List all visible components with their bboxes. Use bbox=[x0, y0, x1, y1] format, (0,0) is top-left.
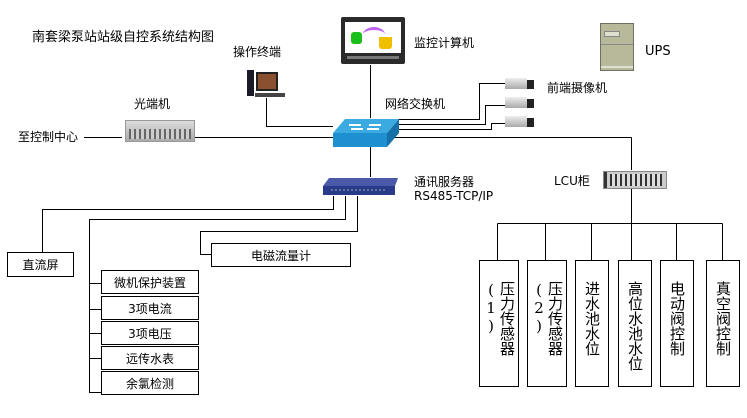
lcu-device-pressure-2: 压力传感器(2) bbox=[527, 260, 567, 387]
lcu-device-label: 高位水池水位 bbox=[626, 281, 644, 371]
front-cameras-label: 前端摄像机 bbox=[547, 81, 608, 95]
line-camera-1 bbox=[398, 83, 505, 120]
comm-server-icon bbox=[323, 178, 398, 196]
lcu-device-label: 真空阀控制 bbox=[714, 281, 732, 356]
device-label: 3项电压 bbox=[128, 326, 172, 341]
operator-terminal-label: 操作终端 bbox=[233, 45, 282, 59]
dc-screen-label: 直流屏 bbox=[22, 258, 59, 272]
comm-server-label: 通讯服务器 bbox=[414, 175, 475, 189]
lcu-device-vacuum-valve: 真空阀控制 bbox=[706, 260, 740, 387]
dc-screen-box: 直流屏 bbox=[7, 252, 74, 277]
lcu-cabinet-label: LCU柜 bbox=[554, 174, 590, 188]
line-camera-3 bbox=[398, 123, 505, 130]
device-label: 余氯检测 bbox=[125, 376, 174, 391]
network-switch-icon bbox=[333, 117, 399, 147]
device-box-current: 3项电流 bbox=[101, 296, 199, 320]
em-flowmeter-label: 电磁流量计 bbox=[250, 248, 311, 263]
lcu-device-electric-valve: 电动阀控制 bbox=[660, 260, 694, 387]
line-flowmeter bbox=[200, 196, 358, 255]
device-box-chlorine: 余氯检测 bbox=[101, 371, 199, 395]
control-center-label: 至控制中心 bbox=[18, 130, 79, 144]
line-camera-2 bbox=[398, 105, 505, 125]
device-box-water-meter: 远传水表 bbox=[101, 346, 199, 370]
device-label: 3项电流 bbox=[128, 301, 172, 316]
lcu-device-high-level: 高位水池水位 bbox=[618, 260, 652, 387]
ups-icon bbox=[600, 23, 634, 71]
device-box-protection: 微机保护装置 bbox=[101, 270, 199, 294]
ups-label: UPS bbox=[645, 44, 671, 59]
lcu-device-label: 压力传感器(2) bbox=[530, 281, 564, 356]
lcu-device-inlet-level: 进水池水位 bbox=[575, 260, 609, 387]
operator-terminal-icon bbox=[247, 70, 287, 98]
comm-server-protocol-label: RS485-TCP/IP bbox=[414, 189, 494, 203]
line-group bbox=[89, 196, 346, 393]
line-operator bbox=[266, 98, 333, 127]
optical-terminal-icon bbox=[125, 120, 195, 142]
camera-icons bbox=[505, 78, 535, 138]
network-switch-label: 网络交换机 bbox=[385, 97, 446, 111]
monitor-computer-label: 监控计算机 bbox=[414, 36, 475, 50]
device-label: 微机保护装置 bbox=[113, 275, 186, 290]
device-label: 远传水表 bbox=[125, 351, 174, 366]
diagram-title: 南套梁泵站站级自控系统结构图 bbox=[32, 30, 215, 45]
lcu-device-label: 压力传感器(1) bbox=[482, 281, 516, 356]
optical-terminal-label: 光端机 bbox=[134, 97, 171, 111]
lcu-device-pressure-1: 压力传感器(1) bbox=[479, 260, 519, 387]
lcu-device-label: 电动阀控制 bbox=[668, 281, 686, 356]
lcu-device-label: 进水池水位 bbox=[583, 281, 601, 356]
lcu-cabinet-icon bbox=[603, 171, 667, 189]
em-flowmeter-box: 电磁流量计 bbox=[211, 243, 351, 267]
device-box-voltage: 3项电压 bbox=[101, 321, 199, 345]
line-dc-screen bbox=[42, 196, 334, 252]
monitor-computer-icon bbox=[341, 17, 405, 64]
